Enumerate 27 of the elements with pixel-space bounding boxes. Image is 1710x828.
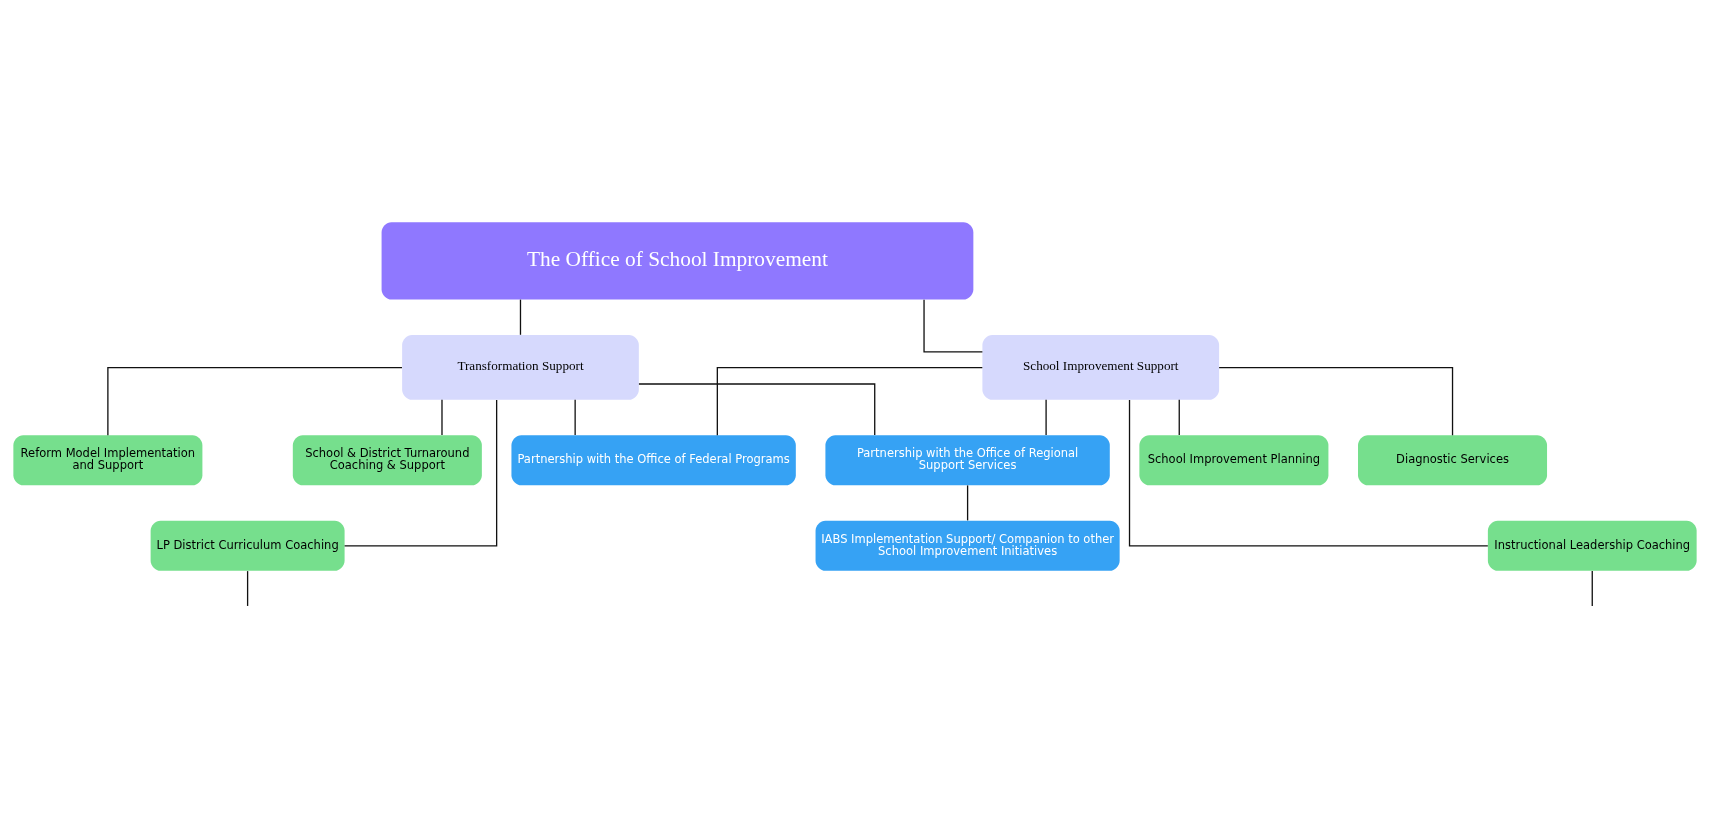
connector bbox=[519, 298, 522, 335]
node-box: School & District Turnaround Coaching & Support bbox=[292, 434, 482, 485]
node-box: LP District Curriculum Coaching bbox=[150, 520, 345, 571]
node-box: IABS Implementation Support/ Companion to other School Improvement Initiatives bbox=[815, 520, 1120, 571]
connector bbox=[246, 569, 249, 607]
connector bbox=[1045, 398, 1047, 436]
connector bbox=[638, 382, 876, 436]
connector bbox=[966, 484, 969, 521]
node-box: Diagnostic Services bbox=[1358, 434, 1548, 485]
connector bbox=[1128, 398, 1489, 547]
connector bbox=[343, 398, 498, 547]
connector bbox=[716, 366, 983, 436]
connector bbox=[1178, 398, 1180, 436]
connector bbox=[441, 398, 443, 436]
connector bbox=[1218, 366, 1454, 436]
connector bbox=[107, 366, 403, 436]
connector bbox=[574, 398, 576, 436]
node-box: School Improvement Support bbox=[982, 334, 1220, 400]
connector bbox=[923, 298, 984, 353]
node-box: Partnership with the Office of Regional Support Services bbox=[825, 434, 1110, 485]
node-box: School Improvement Planning bbox=[1139, 434, 1329, 485]
node-box: Reform Model Implementation and Support bbox=[13, 434, 203, 485]
node-box: Instructional Leadership Coaching bbox=[1487, 520, 1697, 571]
node-box: Transformation Support bbox=[402, 334, 639, 400]
connector bbox=[1591, 569, 1593, 607]
node-box: Partnership with the Office of Federal Programs bbox=[511, 434, 796, 485]
node-box: The Office of School Improvement bbox=[381, 221, 974, 300]
